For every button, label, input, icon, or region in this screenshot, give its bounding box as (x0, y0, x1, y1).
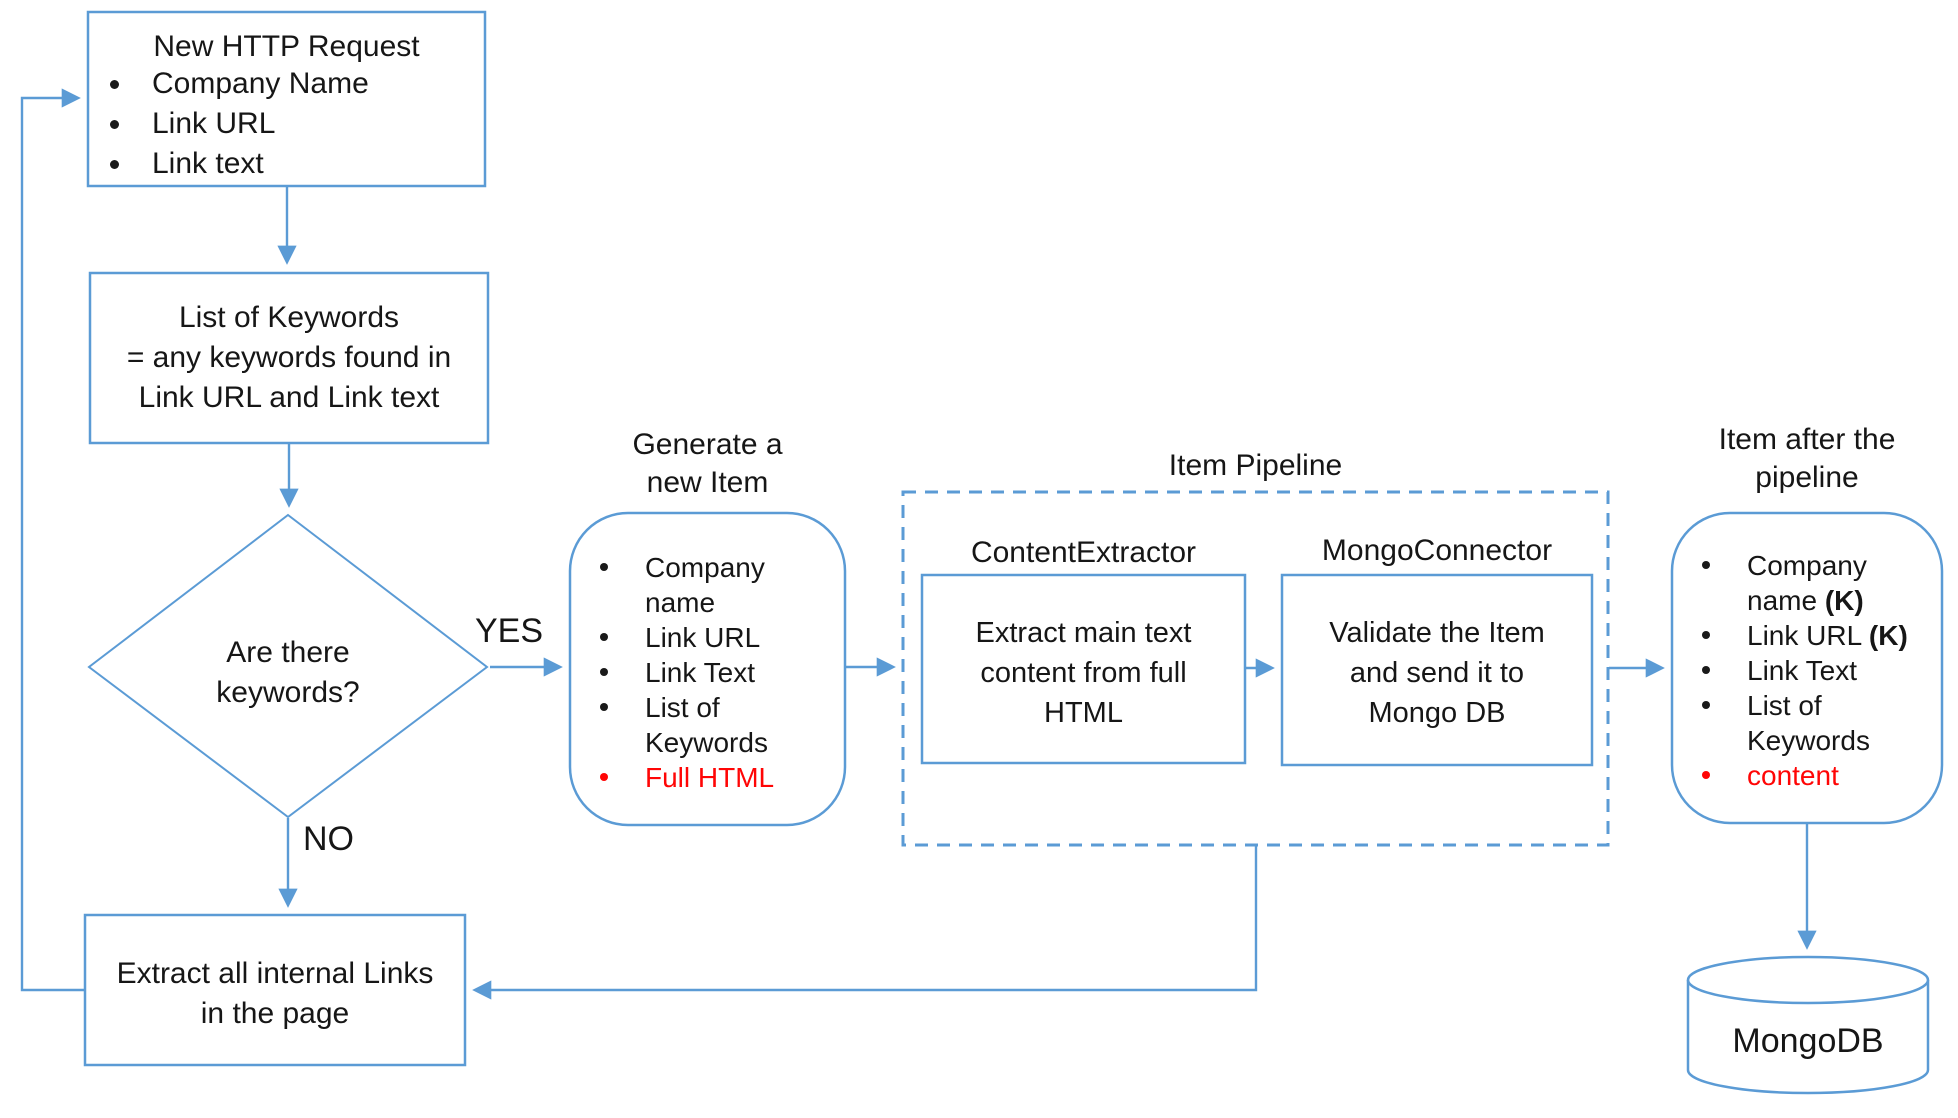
arrow-loop-back-to-request (20, 88, 85, 992)
item-after-pipeline-box (1670, 511, 1944, 825)
generate-item-box (568, 511, 847, 827)
mongo-connector-label: MongoConnector (1321, 534, 1553, 567)
text-line: Validate the Item (1329, 617, 1545, 649)
text-line: HTML (1044, 697, 1123, 729)
mongodb-cylinder-top (1686, 955, 1930, 1005)
decision-diamond (87, 513, 489, 819)
list-item-highlighted: Full HTML (598, 760, 824, 795)
generate-item-list: Company name Link URL Link Text List of … (598, 550, 824, 795)
no-label: NO (303, 820, 354, 858)
yes-label: YES (474, 612, 544, 650)
text-line: keywords? (216, 676, 360, 709)
list-item: Link text (108, 144, 448, 184)
new-http-request-title: New HTTP Request (153, 30, 420, 63)
list-item: Link Text (598, 655, 824, 690)
text-line: Generate a (632, 428, 783, 461)
list-item: List of Keywords (598, 690, 824, 760)
text-line: List of Keywords (178, 301, 400, 334)
extract-links-box (83, 913, 467, 1067)
list-item: Company name (598, 550, 824, 620)
text-line: and send it to (1349, 657, 1525, 689)
list-item-highlighted: content (1700, 758, 1922, 793)
text-line: Extract all internal Links (116, 957, 434, 990)
arrow-pipeline-to-extract-links (472, 846, 1258, 1000)
content-extractor-text: Extract main text content from full HTML (922, 613, 1245, 733)
item-after-pipeline-list: Company name (K) Link URL (K) Link Text … (1700, 548, 1922, 793)
list-item: Company name (K) (1700, 548, 1922, 618)
list-of-keywords-text: List of Keywords = any keywords found in… (90, 298, 488, 418)
mongo-connector-box (1280, 573, 1594, 767)
list-item: Link URL (108, 104, 448, 144)
list-item: Company Name (108, 64, 448, 104)
text-line: pipeline (1755, 461, 1859, 494)
new-http-request-list: Company Name Link URL Link text (108, 64, 448, 184)
text-line: Link URL and Link text (138, 381, 440, 414)
keyword-flag: (K) (1868, 620, 1908, 651)
item-after-pipeline-title: Item after the pipeline (1672, 421, 1942, 497)
text-line: new Item (646, 466, 769, 499)
list-of-keywords-box (88, 271, 490, 445)
content-extractor-box (920, 573, 1247, 765)
text-line: Are there (226, 636, 350, 669)
list-item: Link Text (1700, 653, 1922, 688)
mongo-connector-text: Validate the Item and send it to Mongo D… (1282, 613, 1592, 733)
generate-item-title: Generate a new Item (570, 426, 845, 502)
content-extractor-label: ContentExtractor (970, 536, 1197, 569)
keyword-flag: (K) (1824, 585, 1864, 616)
mongodb-label: MongoDB (1732, 1022, 1884, 1060)
text-line: Mongo DB (1368, 697, 1506, 729)
list-item: Link URL (598, 620, 824, 655)
new-http-request-box (86, 10, 487, 188)
list-item: Link URL (K) (1700, 618, 1922, 653)
item-pipeline-dashed-box (901, 490, 1610, 847)
text-line: = any keywords found in (126, 341, 452, 374)
mongodb-cylinder (1686, 980, 1930, 1095)
text-line: content from full (980, 657, 1187, 689)
item-text: Link URL (1747, 620, 1869, 651)
extract-links-text: Extract all internal Links in the page (85, 954, 465, 1034)
decision-text: Are there keywords? (138, 633, 438, 713)
text-line: in the page (200, 997, 350, 1030)
text-line: Extract main text (975, 617, 1192, 649)
item-pipeline-title: Item Pipeline (1168, 449, 1343, 482)
text-line: Item after the (1718, 423, 1896, 456)
list-item: List of Keywords (1700, 688, 1922, 758)
item-text: Company name (1747, 550, 1867, 616)
